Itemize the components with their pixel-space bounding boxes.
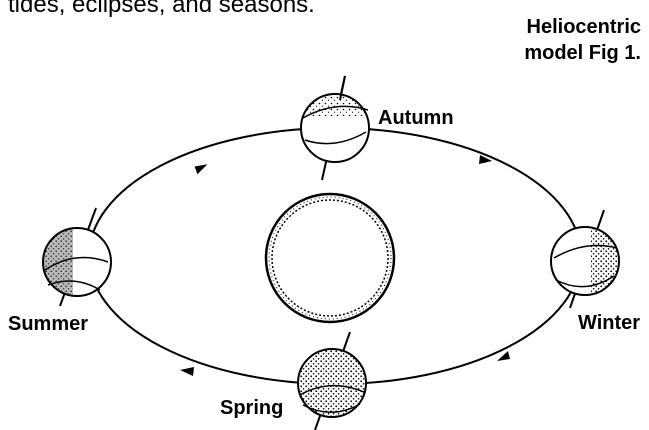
label-spring: Spring bbox=[220, 397, 283, 420]
earth-spring bbox=[298, 332, 366, 430]
earth-winter bbox=[551, 210, 621, 308]
label-autumn: Autumn bbox=[378, 107, 454, 130]
label-summer: Summer bbox=[8, 313, 88, 336]
earth-autumn bbox=[301, 76, 369, 180]
earth-summer bbox=[43, 208, 111, 306]
orbit-arrow-upper-left bbox=[195, 164, 209, 174]
sun bbox=[266, 194, 394, 322]
orbit-arrow-lower-left bbox=[180, 367, 194, 376]
label-winter: Winter bbox=[578, 312, 640, 335]
